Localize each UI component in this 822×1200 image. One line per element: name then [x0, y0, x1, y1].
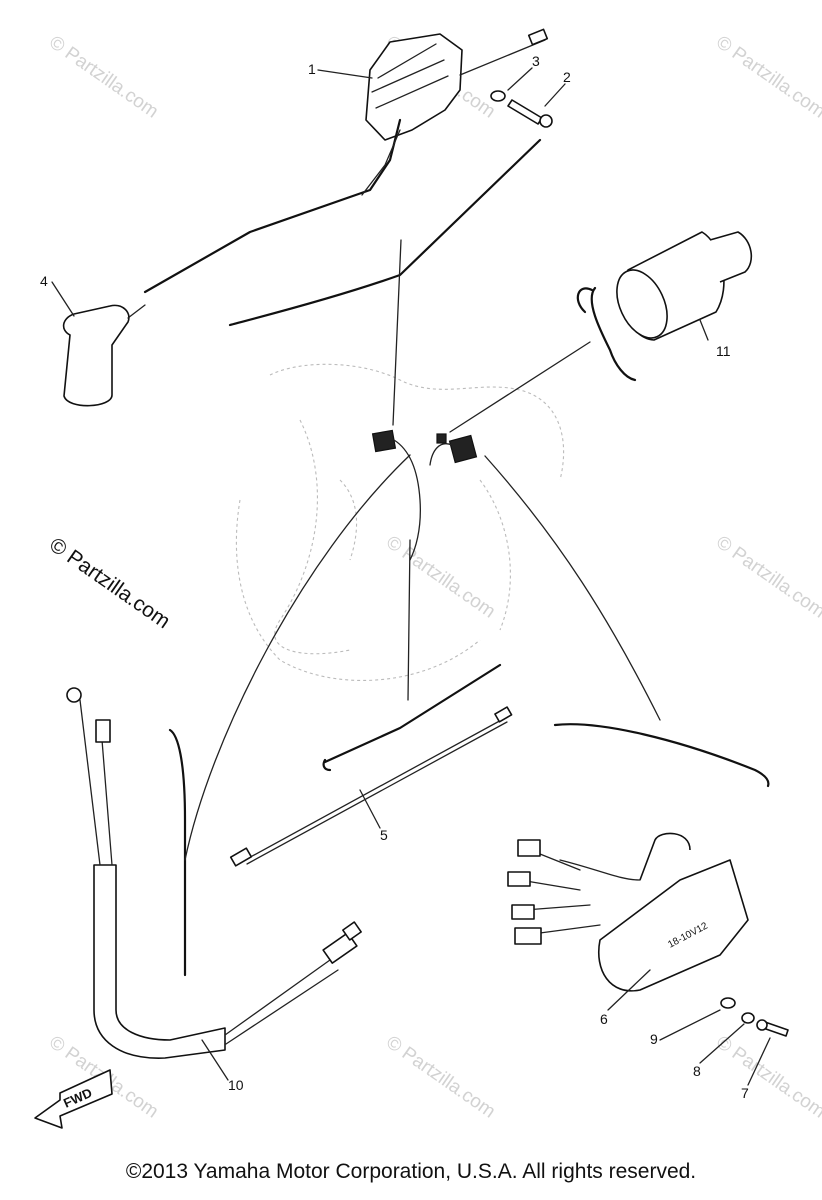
callout-8: 8 — [693, 1063, 701, 1079]
frame-outline — [235, 363, 565, 682]
watermark: © Partzilla.com — [382, 532, 499, 623]
part-9-washer — [720, 997, 736, 1009]
callout-7: 7 — [741, 1085, 749, 1101]
bracket-lines — [168, 138, 770, 977]
callout-5: 5 — [380, 827, 388, 843]
center-connectors — [371, 429, 478, 561]
part-1-ignition-coil — [143, 28, 549, 294]
callout-numbers: 1 2 3 4 11 5 6 9 8 7 10 — [40, 53, 749, 1101]
part-10-harness — [66, 687, 362, 1059]
part-3-washer — [490, 90, 506, 102]
part-4-plug-cap — [62, 304, 146, 407]
fwd-arrow-icon: FWD — [34, 1069, 113, 1129]
callout-6: 6 — [600, 1011, 608, 1027]
leader-lines — [184, 239, 661, 861]
watermark: © Partzilla.com — [45, 32, 162, 123]
watermark-main: © Partzilla.com — [45, 533, 174, 633]
part-5-lead-wire — [229, 706, 513, 867]
callout-9: 9 — [650, 1031, 658, 1047]
callout-3: 3 — [532, 53, 540, 69]
part-2-bolt — [507, 99, 553, 128]
part-8-washer — [741, 1012, 755, 1024]
callout-10: 10 — [228, 1077, 244, 1093]
part-11-coil — [616, 231, 753, 341]
callout-leaders — [51, 67, 771, 1086]
copyright-notice: ©2013 Yamaha Motor Corporation, U.S.A. A… — [125, 1160, 697, 1183]
callout-1: 1 — [308, 61, 316, 77]
watermark: © Partzilla.com — [382, 1032, 499, 1123]
watermark: © Partzilla.com — [712, 532, 822, 623]
callout-2: 2 — [563, 69, 571, 85]
part-6-cdi-unit: 18-10V12 — [507, 832, 749, 992]
callout-4: 4 — [40, 273, 48, 289]
watermark: © Partzilla.com — [712, 32, 822, 123]
callout-11: 11 — [716, 343, 731, 359]
part-7-bolt — [756, 1019, 789, 1037]
